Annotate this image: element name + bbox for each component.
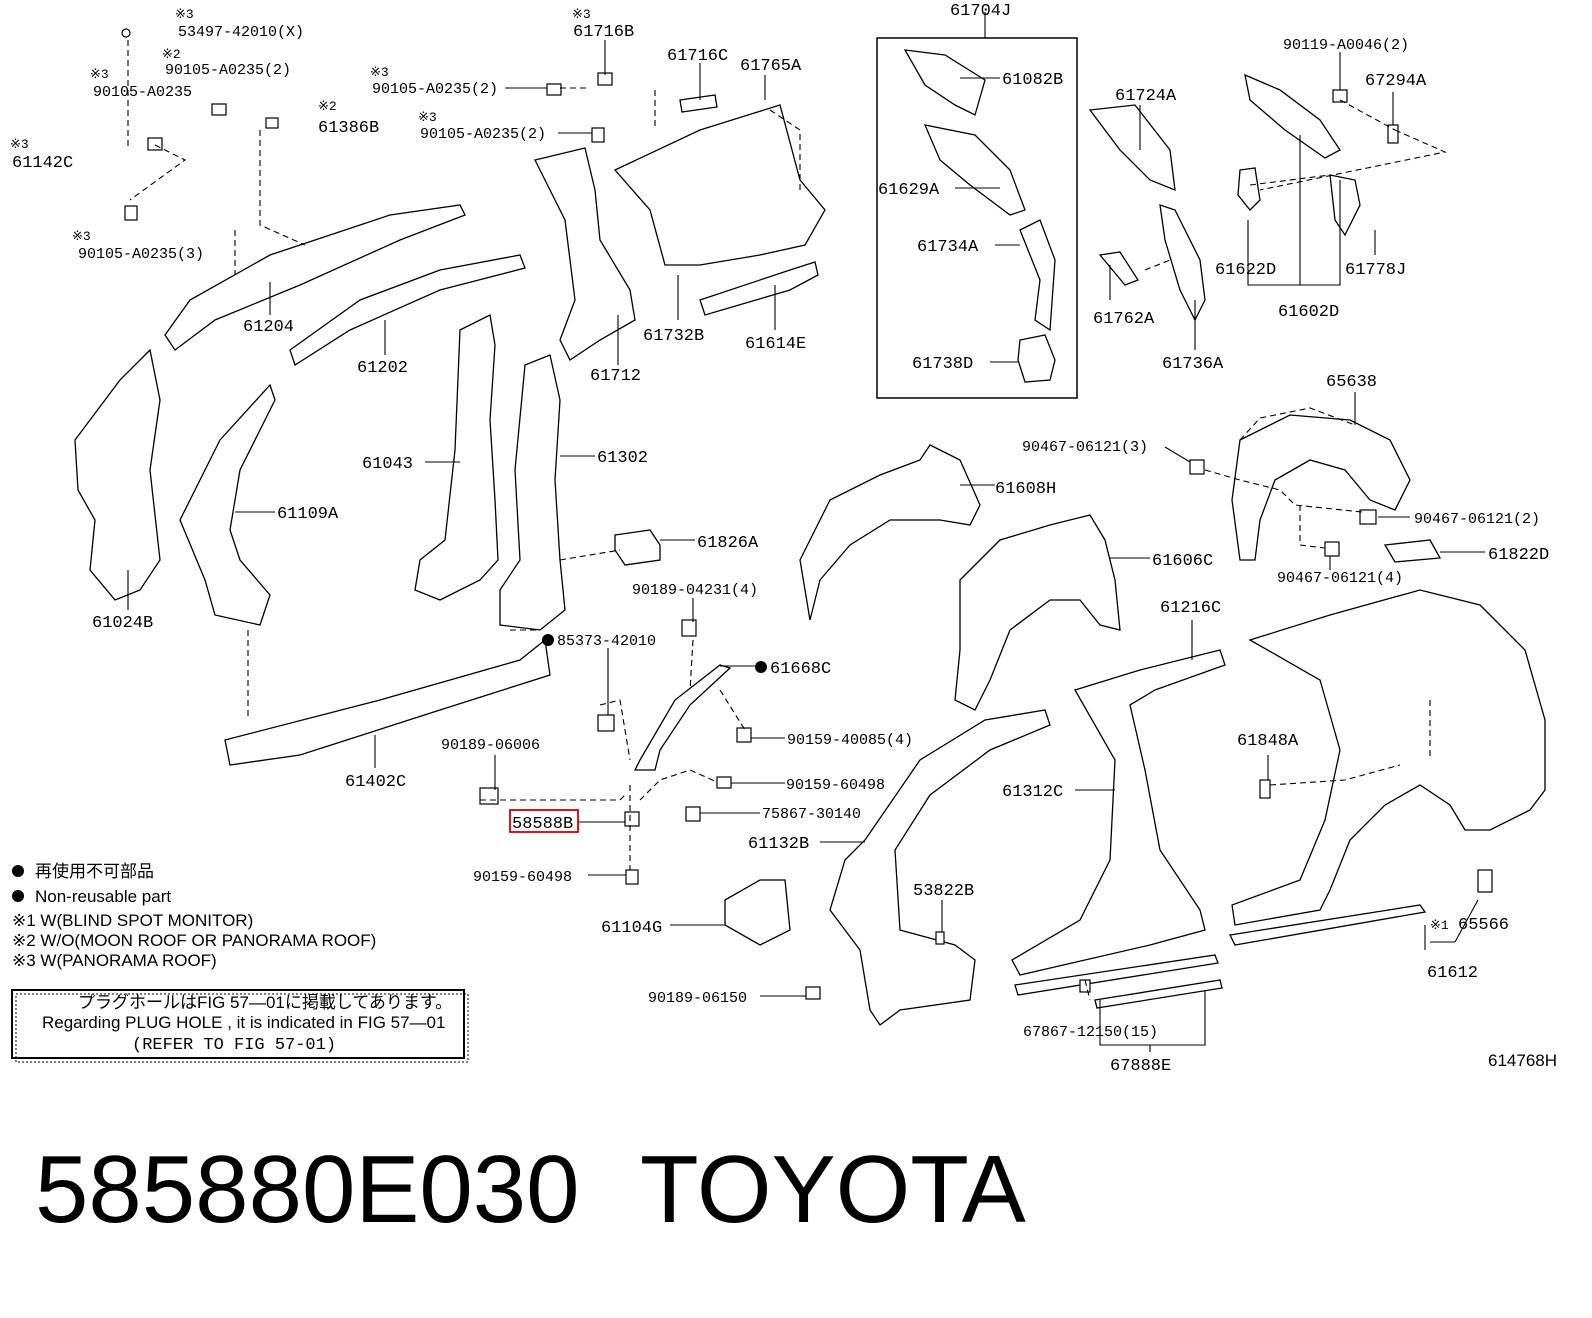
part-label-61608h: 61608H <box>995 480 1056 499</box>
part-label-61109a: 61109A <box>277 505 339 524</box>
legend: 再使用不可部品 Non-reusable part ※1 W(BLIND SPO… <box>12 861 376 970</box>
part-label-61732b: 61732B <box>643 327 704 346</box>
part-label-90189-06006: 90189-06006 <box>441 737 540 754</box>
part-label-61765a: 61765A <box>740 57 802 76</box>
assembly-lines <box>127 40 1447 1001</box>
legend-nonreusable-en: Non-reusable part <box>35 887 171 906</box>
part-label-53497-42010: 53497-42010(X) <box>178 24 304 41</box>
part-label-61736a: 61736A <box>1162 355 1224 374</box>
plug-box-line-jp: プラグホールはFIG 57—01に掲載してあります。 <box>78 993 452 1012</box>
plug-box-line-ref: (REFER TO FIG 57-01) <box>132 1036 336 1055</box>
part-label-61716c: 61716C <box>667 47 728 66</box>
note-mark: ※3 <box>572 7 591 22</box>
part-label-61734a: 61734A <box>917 238 979 257</box>
part-label-61612: 61612 <box>1427 964 1478 983</box>
part-label-67867-12150: 67867-12150(15) <box>1023 1024 1158 1041</box>
part-label-90119-a0046: 90119-A0046(2) <box>1283 37 1409 54</box>
part-label-90105-a0235-3: 90105-A0235(3) <box>78 246 204 263</box>
part-label-61142c: 61142C <box>12 154 73 173</box>
note-mark: ※3 <box>175 7 194 22</box>
leader-lines <box>127 12 1485 1052</box>
part-label-61826a: 61826A <box>697 534 759 553</box>
figure-code: 614768H <box>1488 1051 1557 1070</box>
part-label-61386b: 61386B <box>318 119 379 138</box>
part-label-65638: 65638 <box>1326 373 1377 392</box>
part-label-90467-06121: 90467-06121(3) <box>1022 439 1148 456</box>
legend-note-2: ※2 W/O(MOON ROOF OR PANORAMA ROOF) <box>12 931 376 950</box>
group-box-61704j <box>876 37 1078 399</box>
part-label-67294a: 67294A <box>1365 72 1427 91</box>
note-mark: ※3 <box>370 65 389 80</box>
note-mark: ※3 <box>72 229 91 244</box>
part-label-61024b: 61024B <box>92 614 153 633</box>
fasteners <box>121 28 1493 1000</box>
highlight-box <box>509 809 579 833</box>
part-labels: 53497-42010(X) 90105-A0235(2) 90105-A023… <box>12 2 1549 1076</box>
part-label-61668c: 61668C <box>770 660 831 679</box>
part-label-61716b: 61716B <box>573 23 634 42</box>
legend-nonreusable-jp: 再使用不可部品 <box>35 861 154 881</box>
note-mark: ※3 <box>418 110 437 125</box>
plug-hole-box: プラグホールはFIG 57—01に掲載してあります。 Regarding PLU… <box>11 989 469 1063</box>
part-label-61202: 61202 <box>357 359 408 378</box>
non-reusable-dot <box>542 634 554 646</box>
part-label-61738d: 61738D <box>912 355 973 374</box>
part-label-61302: 61302 <box>597 449 648 468</box>
part-label-61402c: 61402C <box>345 773 406 792</box>
part-label-61602d: 61602D <box>1278 303 1339 322</box>
part-label-65566: 65566 <box>1458 916 1509 935</box>
part-label-61104g: 61104G <box>601 919 662 938</box>
part-label-61312c: 61312C <box>1002 783 1063 802</box>
part-label-61204: 61204 <box>243 318 294 337</box>
legend-dot <box>12 865 24 877</box>
part-label-90189-06150: 90189-06150 <box>648 990 747 1007</box>
part-label-61778j: 61778J <box>1345 261 1406 280</box>
part-label-61043: 61043 <box>362 455 413 474</box>
part-label-61848a: 61848A <box>1237 732 1299 751</box>
part-label-90105-a0235: 90105-A0235(2) <box>420 126 546 143</box>
brand-title: TOYOTA <box>640 1136 1026 1243</box>
part-label-53822b: 53822B <box>913 882 974 901</box>
note-marks: ※3 ※2 ※3 ※2 ※3 ※3 ※3 ※3 ※3 ※1 <box>10 7 1449 933</box>
legend-note-1: ※1 W(BLIND SPOT MONITOR) <box>12 911 253 930</box>
non-reusable-dot <box>755 661 767 673</box>
part-label-61724a: 61724A <box>1115 87 1177 106</box>
part-label-67888e: 67888E <box>1110 1057 1171 1076</box>
note-mark: ※3 <box>90 67 109 82</box>
note-mark: ※2 <box>162 47 181 62</box>
part-label-61606c: 61606C <box>1152 552 1213 571</box>
legend-dot <box>12 890 24 902</box>
part-label-58588b-highlighted: 58588B <box>512 815 573 834</box>
legend-note-3: ※3 W(PANORAMA ROOF) <box>12 951 217 970</box>
part-label-90467-06121: 90467-06121(4) <box>1277 570 1403 587</box>
part-drawings <box>74 49 1546 1026</box>
note-mark: ※1 <box>1430 918 1449 933</box>
part-label-61622d: 61622D <box>1215 261 1276 280</box>
part-label-90105-a0235: 90105-A0235 <box>93 84 192 101</box>
part-label-90159-40085: 90159-40085(4) <box>787 732 913 749</box>
part-label-85373-42010: 85373-42010 <box>557 633 656 650</box>
part-label-75867-30140: 75867-30140 <box>762 806 861 823</box>
plug-box-line-en: Regarding PLUG HOLE , it is indicated in… <box>42 1013 445 1032</box>
part-label-90189-04231: 90189-04231(4) <box>632 582 758 599</box>
part-label-61629a: 61629A <box>878 181 940 200</box>
part-label-61216c: 61216C <box>1160 599 1221 618</box>
part-label-61704j: 61704J <box>950 2 1011 21</box>
part-label-90105-a0235: 90105-A0235(2) <box>372 81 498 98</box>
note-mark: ※2 <box>318 99 337 114</box>
part-label-61614e: 61614E <box>745 335 806 354</box>
part-label-90105-a0235: 90105-A0235(2) <box>165 62 291 79</box>
part-label-90159-60498: 90159-60498 <box>473 869 572 886</box>
part-label-61082b: 61082B <box>1002 71 1063 90</box>
part-label-61762a: 61762A <box>1093 310 1155 329</box>
part-label-61822d: 61822D <box>1488 546 1549 565</box>
part-label-61132b: 61132B <box>748 835 809 854</box>
note-mark: ※3 <box>10 137 29 152</box>
part-label-90159-60498: 90159-60498 <box>786 777 885 794</box>
part-label-90467-06121: 90467-06121(2) <box>1414 511 1540 528</box>
part-number-title: 585880E030 <box>35 1136 580 1243</box>
part-label-61712: 61712 <box>590 367 641 386</box>
